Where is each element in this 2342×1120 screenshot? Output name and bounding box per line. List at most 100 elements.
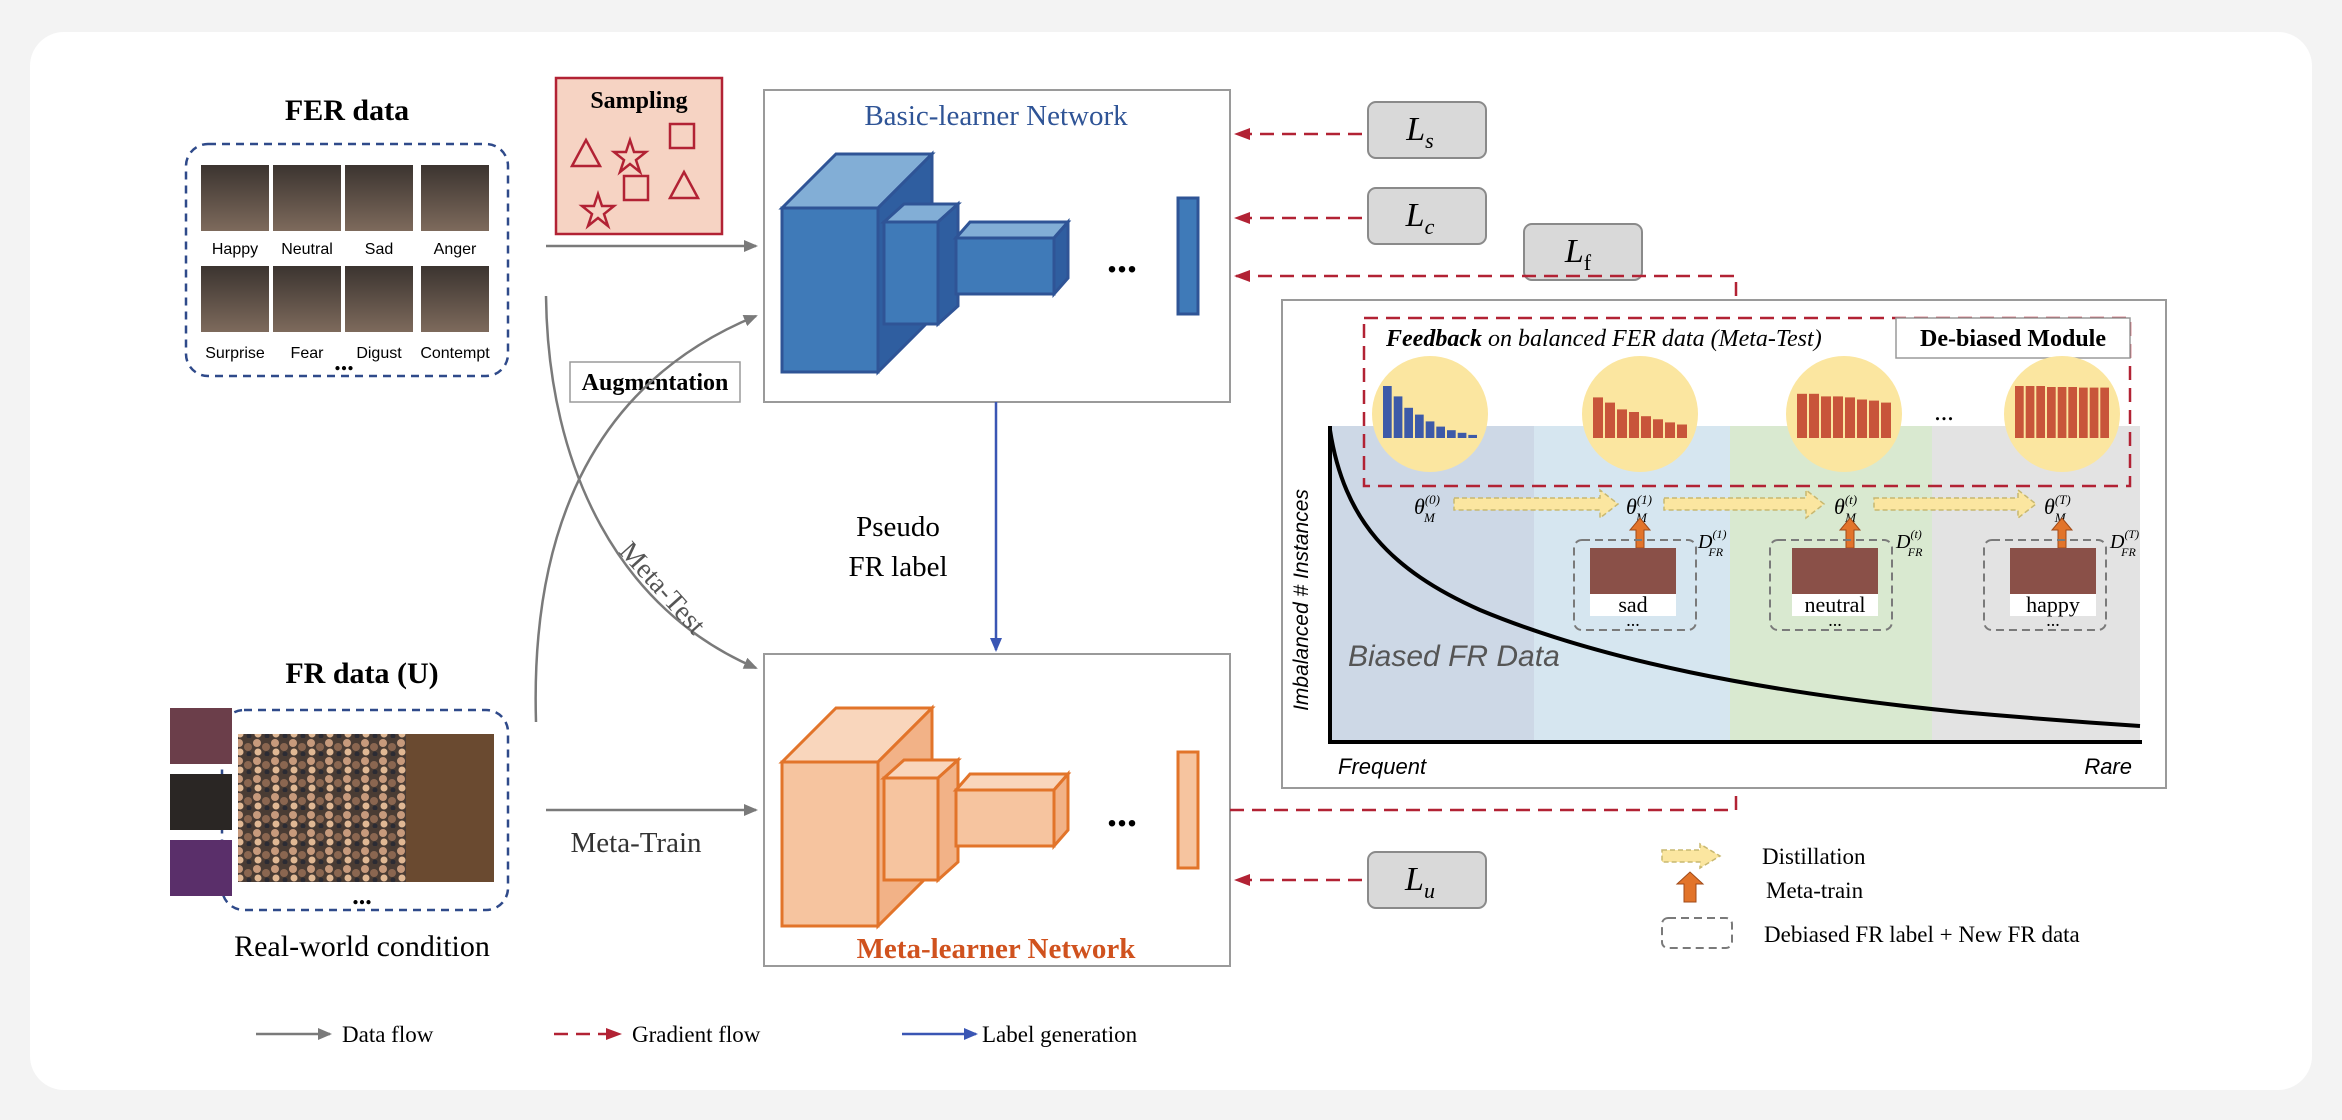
card-background (30, 32, 2312, 1090)
loss-lc: Lc (1367, 187, 1487, 245)
histogram-bar (1436, 426, 1445, 438)
biased-fr-label: Biased FR Data (1348, 640, 1560, 673)
loss-ls-sub: s (1425, 128, 1434, 153)
histogram-bar (1881, 402, 1891, 438)
histogram-bar (2057, 387, 2067, 438)
augmentation-label: Augmentation (582, 370, 729, 396)
theta-0-sym: θ (1414, 494, 1425, 519)
basic-cnn-blocks (778, 150, 1200, 376)
set-label-sad: sad (1618, 592, 1647, 617)
debias-regions (1330, 426, 2140, 742)
histogram-bar (1869, 400, 1879, 438)
face-label-surprise: Surprise (205, 345, 265, 362)
histogram-bar (2068, 387, 2077, 438)
svg-text:Ls: Ls (1405, 111, 1433, 153)
theta-0-sub: M (1423, 510, 1436, 525)
histogram-bar (2036, 386, 2045, 438)
histogram-bar (1415, 414, 1424, 438)
histogram-bar (2079, 387, 2088, 438)
meta-dots: ... (1107, 790, 1137, 835)
set-face-1 (1590, 548, 1676, 594)
x-label-frequent: Frequent (1338, 754, 1427, 779)
basic-learner-title: Basic-learner Network (864, 100, 1128, 132)
dset-T-sup: (T) (2124, 527, 2139, 541)
dset-T-sub: FR (2120, 545, 2136, 559)
histogram-bar (1383, 386, 1392, 438)
loss-lf-sub: f (1584, 250, 1592, 275)
meta-train-arrows (1628, 517, 2074, 549)
set-dots-T: ... (2046, 610, 2060, 630)
set-label-neutral: neutral (1804, 592, 1865, 617)
fer-images-frame (184, 142, 510, 378)
data-flow-arrows (534, 240, 758, 816)
legend-gradient-flow: Gradient flow (632, 1022, 761, 1047)
dset-t-sub: FR (1907, 545, 1923, 559)
dset-1-sup: (1) (1712, 527, 1726, 541)
theta-t-sup: (t) (1845, 492, 1857, 507)
face-label-sad: Sad (365, 241, 393, 258)
fr-more: ... (352, 881, 372, 910)
fr-side-image-2 (170, 774, 232, 830)
face-image (345, 266, 413, 332)
feedback-frame (1362, 316, 2132, 488)
legend-meta-train-icon (1675, 871, 1705, 903)
feedback-caption: Feedback on balanced FER data (Meta-Test… (1385, 326, 1822, 352)
histogram-bar (1393, 396, 1403, 438)
face-image (273, 165, 341, 231)
set-label-happy: happy (2026, 592, 2080, 617)
histogram-bar (2100, 387, 2109, 438)
histogram-bar (2025, 386, 2035, 438)
loss-lc-sub: c (1425, 214, 1435, 239)
histogram-bar (1845, 397, 1855, 438)
feedback-rest: on balanced FER data (Meta-Test) (1482, 326, 1822, 352)
loss-ls: Ls (1367, 101, 1487, 159)
face-label-neutral: Neutral (281, 241, 333, 258)
histogram-bar (1641, 416, 1651, 438)
fr-side-image-1 (170, 708, 232, 764)
loss-lc-main: L (1405, 197, 1425, 234)
debiased-sets (1573, 539, 2107, 631)
debias-module-title-box (1895, 317, 2131, 359)
loss-lf: Lf (1523, 223, 1643, 281)
set-box-1 (1573, 539, 1697, 631)
legend-data-flow: Data flow (342, 1022, 434, 1047)
histogram-bar (2015, 386, 2024, 438)
loss-ls-main: L (1405, 111, 1425, 148)
histogram-bar (1593, 397, 1603, 438)
dset-1-sym: D (1697, 531, 1713, 553)
face-image (421, 266, 489, 332)
face-label-digust: Digust (356, 345, 402, 362)
loss-lu: Lu (1367, 851, 1487, 909)
basic-dots: ... (1107, 236, 1137, 281)
dset-T-sym: D (2109, 531, 2125, 553)
fr-title: FR data (U) (285, 657, 438, 690)
theta-T-sym: θ (2044, 494, 2055, 519)
x-label-rare: Rare (2084, 754, 2132, 779)
dset-1-sub: FR (1707, 545, 1723, 559)
fer-title: FER data (285, 94, 409, 127)
dset-T: D(T) FR (2109, 527, 2139, 559)
right-legend: Distillation Meta-train Debiased FR labe… (1661, 842, 2080, 949)
set-box-t (1769, 539, 1893, 631)
histogram-bar (1447, 430, 1456, 438)
legend-debiased: Debiased FR label + New FR data (1764, 922, 2080, 947)
face-image (201, 266, 269, 332)
dset-t: D(t)FR (1895, 527, 1923, 559)
histogram-bar (1468, 434, 1477, 438)
meta-train-label: Meta-Train (570, 827, 702, 859)
dset-t-sup: (t) (1910, 527, 1921, 541)
theta-1-sup: (1) (1637, 492, 1652, 507)
histogram-bar (1629, 412, 1639, 438)
fr-images-frame (220, 708, 510, 912)
y-axis-label: Imbalanced # Instances (1290, 489, 1313, 711)
histogram-bar (2047, 387, 2056, 438)
set-dots-1: ... (1626, 610, 1640, 630)
theta-0: θ(0)M (1414, 492, 1440, 525)
face-image (201, 165, 269, 231)
histogram-bar (1857, 399, 1867, 438)
histograms (1383, 386, 2109, 438)
svg-text:Lu: Lu (1404, 861, 1435, 903)
feedback-circle-t (1786, 356, 1902, 472)
feedback-dots: ... (1934, 397, 1954, 426)
long-tail-curve (1328, 429, 2141, 728)
